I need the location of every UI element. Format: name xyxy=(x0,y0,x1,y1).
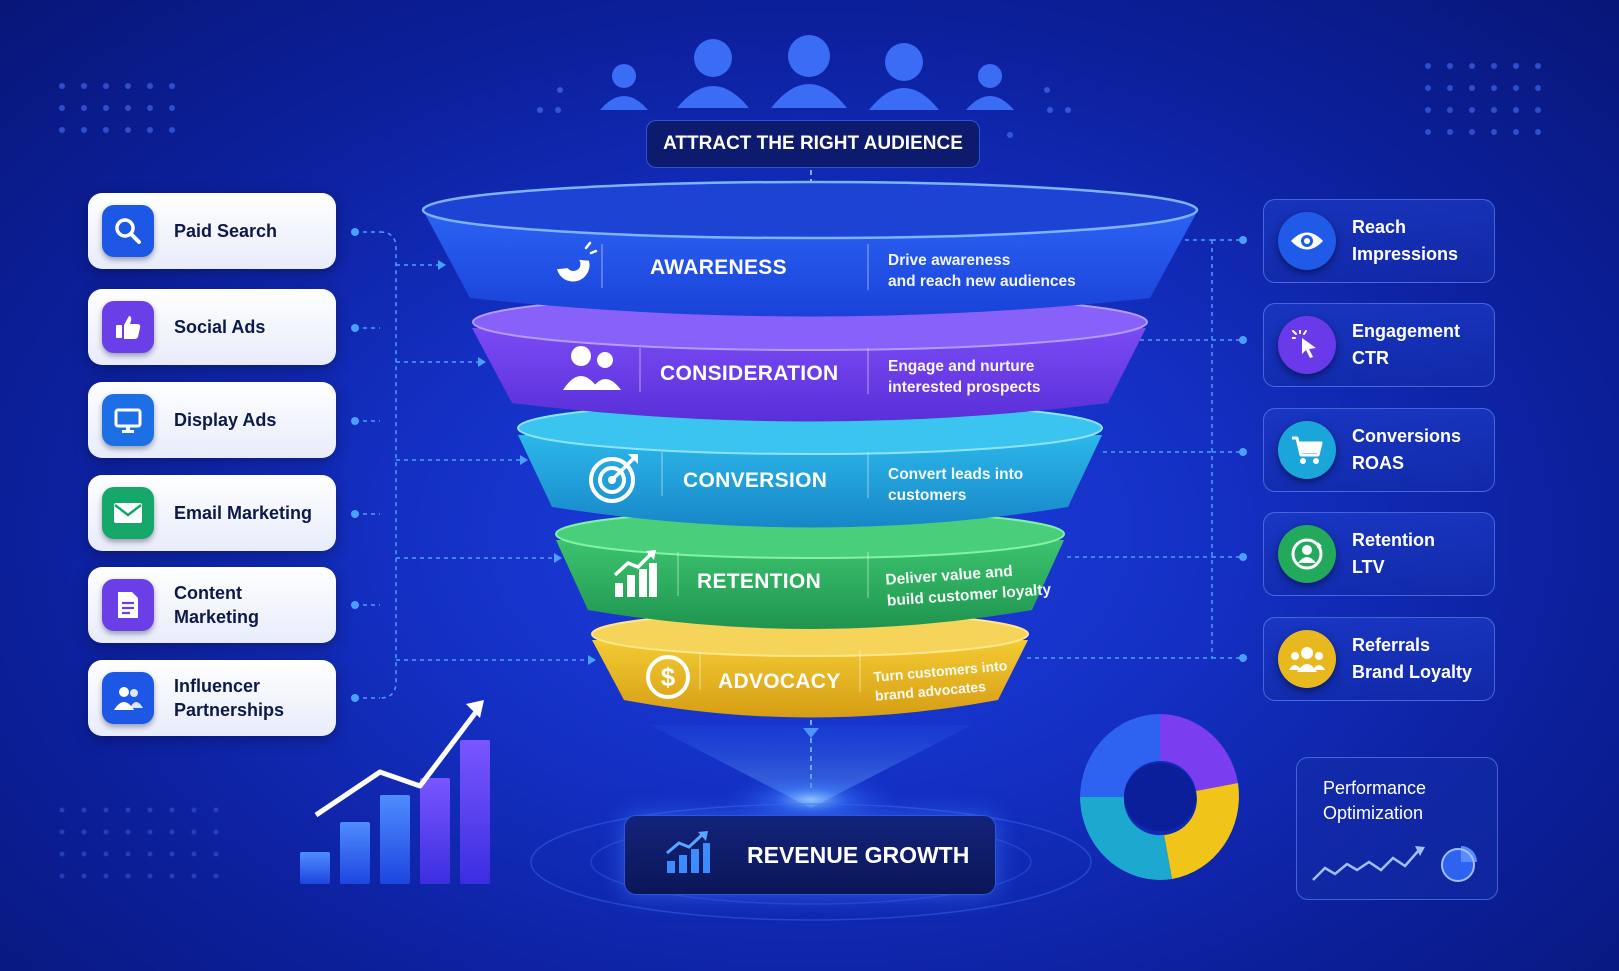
stage-name-consideration: CONSIDERATION xyxy=(660,362,839,385)
target-icon xyxy=(588,450,642,509)
person-icon xyxy=(771,35,847,108)
platform-ring xyxy=(530,803,1092,921)
envelope-icon xyxy=(102,487,154,539)
channel-label: Content Marketing xyxy=(174,583,260,627)
channel-card-email-marketing[interactable]: Email Marketing xyxy=(88,475,336,551)
thumbs-up-icon xyxy=(102,301,154,353)
growth-chart-icon xyxy=(612,549,658,604)
person-icon xyxy=(600,64,648,110)
channel-label: Email Marketing xyxy=(174,503,313,523)
growth-bars-decoration xyxy=(300,700,490,884)
dot-grid-bottom-left xyxy=(59,807,219,879)
magnet-icon xyxy=(548,240,598,295)
funnel-beam xyxy=(650,725,972,808)
funnel-layer-awareness xyxy=(421,180,1199,317)
search-icon xyxy=(102,205,154,257)
group-icon xyxy=(1278,630,1336,688)
left-connectors xyxy=(355,231,588,699)
dot-grid-top-right xyxy=(1425,63,1541,135)
person-icon xyxy=(869,43,939,110)
document-icon xyxy=(102,579,154,631)
person-icon xyxy=(677,39,749,108)
channel-card-social-ads[interactable]: Social Ads xyxy=(88,289,336,365)
channel-label: Paid Search xyxy=(174,221,278,241)
channel-label: Influencer Partnerships xyxy=(174,676,285,720)
stage-name-advocacy: ADVOCACY xyxy=(718,670,841,693)
cursor-click-icon xyxy=(1278,316,1336,374)
audience-banner: ATTRACT THE RIGHT AUDIENCE xyxy=(646,120,980,168)
people-icon xyxy=(102,672,154,724)
person-icon xyxy=(966,64,1014,110)
stage-name-retention: RETENTION xyxy=(697,570,822,593)
svg-text:$: $ xyxy=(661,662,676,692)
stage-dividers xyxy=(601,244,869,692)
trend-arrow-icon xyxy=(466,700,484,718)
left-connector-dots xyxy=(351,228,596,702)
donut-chart-decoration xyxy=(1080,714,1239,880)
channel-label: Social Ads xyxy=(174,317,266,337)
audience-icons xyxy=(600,35,1014,110)
monitor-icon xyxy=(102,394,154,446)
channel-card-content-marketing[interactable]: Content Marketing xyxy=(88,567,336,643)
pie-chart-icon xyxy=(1437,842,1481,891)
channel-card-influencer-partnerships[interactable]: Influencer Partnerships xyxy=(88,660,336,736)
stage-name-awareness: AWARENESS xyxy=(650,256,787,279)
channel-card-display-ads[interactable]: Display Ads xyxy=(88,382,336,458)
cart-icon xyxy=(1278,421,1336,479)
dollar-coin-icon: $ xyxy=(645,654,691,705)
channel-card-paid-search[interactable]: Paid Search xyxy=(88,193,336,269)
dot-grid-top-left xyxy=(59,83,175,133)
right-connector-dots xyxy=(1239,236,1247,662)
stage-name-conversion: CONVERSION xyxy=(683,469,828,492)
trend-line-icon xyxy=(1311,844,1431,889)
users-icon xyxy=(561,344,623,397)
revenue-chart-icon xyxy=(665,830,711,880)
audience-banner-title: ATTRACT THE RIGHT AUDIENCE xyxy=(663,133,963,154)
channel-label: Display Ads xyxy=(174,410,277,430)
dot-accents-top xyxy=(537,87,1071,138)
revenue-growth-label: REVENUE GROWTH xyxy=(747,841,970,868)
user-cycle-icon xyxy=(1278,525,1336,583)
revenue-growth-panel: REVENUE GROWTH xyxy=(624,815,996,895)
eye-icon xyxy=(1278,212,1336,270)
